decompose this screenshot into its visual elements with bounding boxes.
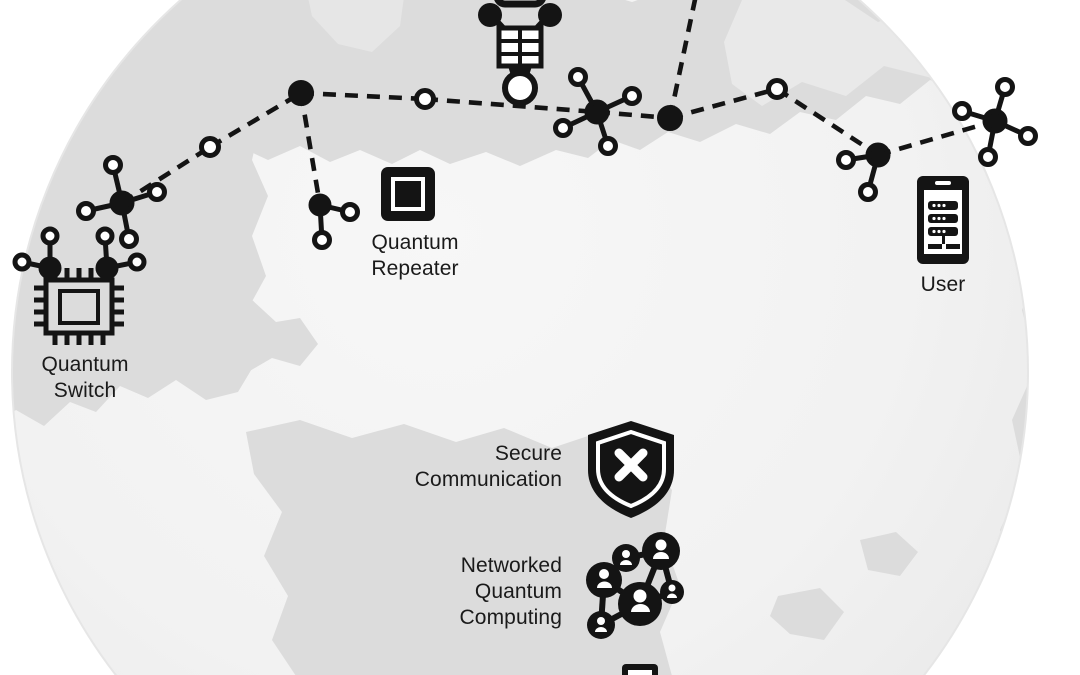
server-rack-glyph bbox=[928, 201, 958, 236]
satellite-icon bbox=[478, 0, 562, 106]
waypoint-open-n1 bbox=[199, 136, 221, 158]
link-switch-to-n1 bbox=[120, 145, 212, 205]
link-n2-to-repeater bbox=[298, 92, 323, 206]
secure-communication-label: Secure Communication bbox=[414, 442, 562, 491]
land-central-america bbox=[190, 298, 318, 372]
waypoint-open-n6 bbox=[766, 78, 788, 100]
quantum-repeater-icon bbox=[381, 167, 435, 221]
node-cluster-repeater bbox=[308, 193, 360, 250]
link-n6-to-n7 bbox=[775, 87, 880, 157]
waypoint-open-n3 bbox=[414, 88, 436, 110]
waypoint-solid-n2 bbox=[288, 80, 314, 106]
link-n1-to-n2 bbox=[208, 91, 303, 149]
link-n5-to-satellite bbox=[667, 0, 698, 119]
globe-rim bbox=[11, 0, 1029, 675]
land-africa bbox=[246, 420, 680, 675]
user-smartphone-icon bbox=[917, 176, 969, 264]
quantum-switch-icon bbox=[12, 226, 147, 345]
network-waypoints bbox=[199, 78, 788, 158]
secure-communication-shield-x-icon bbox=[588, 421, 674, 518]
node-cluster-center bbox=[553, 67, 642, 156]
globe-sphere bbox=[12, 0, 1028, 675]
land-island-a bbox=[770, 588, 844, 640]
user-label: User bbox=[920, 273, 966, 296]
quantum-switch-label: Quantum Switch bbox=[41, 353, 129, 402]
land-island-b bbox=[860, 532, 918, 576]
node-cluster-right bbox=[952, 77, 1038, 167]
node-cluster-user-left bbox=[836, 142, 891, 202]
link-n5-to-n6 bbox=[669, 86, 778, 121]
partial-device-icon bbox=[622, 664, 658, 675]
link-n3-to-n4 bbox=[424, 96, 598, 115]
quantum-repeater-label: Quantum Repeater bbox=[371, 231, 459, 280]
node-cluster-switch bbox=[76, 155, 167, 249]
people-network-icon bbox=[586, 532, 684, 639]
network-node-clusters bbox=[76, 67, 1038, 250]
land-greenland bbox=[300, 0, 406, 52]
waypoint-solid-n5 bbox=[657, 105, 683, 131]
networked-quantum-computing-label: Networked Quantum Computing bbox=[459, 554, 562, 629]
